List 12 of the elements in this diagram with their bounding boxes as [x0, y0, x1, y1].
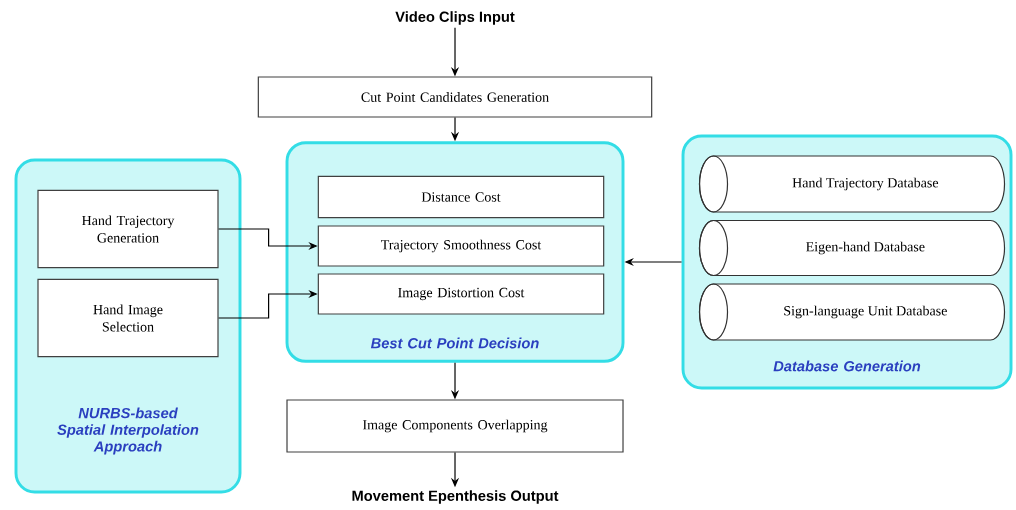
io-label: Video Clips Input [395, 11, 515, 25]
process-box: Image Distortion Cost [317, 273, 605, 315]
process-box: Cut Point Candidates Generation [257, 76, 653, 118]
process-box: Image Components Overlapping [286, 399, 624, 453]
database-cylinder: Hand Trajectory Database [698, 155, 1006, 213]
database-cylinder: Sign-language Unit Database [698, 283, 1006, 341]
process-box: Hand Image Selection [37, 278, 219, 358]
process-box: Trajectory Smoothness Cost [317, 225, 605, 267]
process-box: Hand Trajectory Generation [37, 189, 219, 269]
process-box: Distance Cost [317, 175, 605, 219]
database-cylinder: Eigen-hand Database [698, 219, 1006, 277]
io-label: Movement Epenthesis Output [352, 490, 559, 504]
